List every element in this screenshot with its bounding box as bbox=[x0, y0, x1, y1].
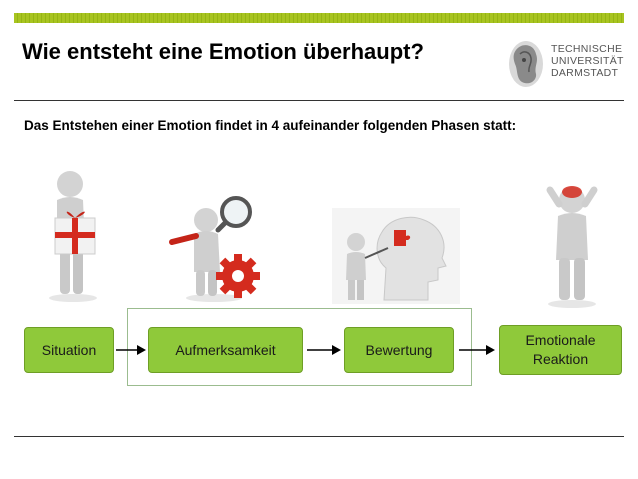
slide-title: Wie entsteht eine Emotion überhaupt? bbox=[22, 39, 424, 64]
magnifier-person-icon bbox=[169, 196, 260, 302]
university-logo: TECHNISCHE UNIVERSITÄT DARMSTADT bbox=[506, 36, 630, 96]
phase-emotionale-reaktion: Emotionale Reaktion bbox=[499, 325, 622, 375]
arrow-right-icon bbox=[307, 345, 341, 355]
puzzle-head-icon bbox=[332, 208, 460, 304]
phase-bewertung: Bewertung bbox=[344, 327, 454, 373]
athena-seal-icon bbox=[509, 41, 543, 87]
arrow-right-icon bbox=[116, 345, 146, 355]
phase-situation: Situation bbox=[24, 327, 114, 373]
arrow-right-icon bbox=[459, 345, 495, 355]
divider-bottom bbox=[14, 436, 624, 437]
university-name: TECHNISCHE UNIVERSITÄT DARMSTADT bbox=[551, 43, 624, 79]
logo-line: UNIVERSITÄT bbox=[551, 55, 624, 67]
divider-top bbox=[14, 100, 624, 101]
gift-person-icon bbox=[49, 171, 97, 302]
logo-line: DARMSTADT bbox=[551, 67, 619, 79]
logo-line: TECHNISCHE bbox=[551, 43, 623, 55]
headache-person-icon bbox=[546, 186, 598, 308]
process-frame bbox=[127, 308, 472, 386]
phase-aufmerksamkeit: Aufmerksamkeit bbox=[148, 327, 303, 373]
slide-subtitle: Das Entstehen einer Emotion findet in 4 … bbox=[24, 118, 517, 133]
accent-bar bbox=[14, 13, 624, 23]
